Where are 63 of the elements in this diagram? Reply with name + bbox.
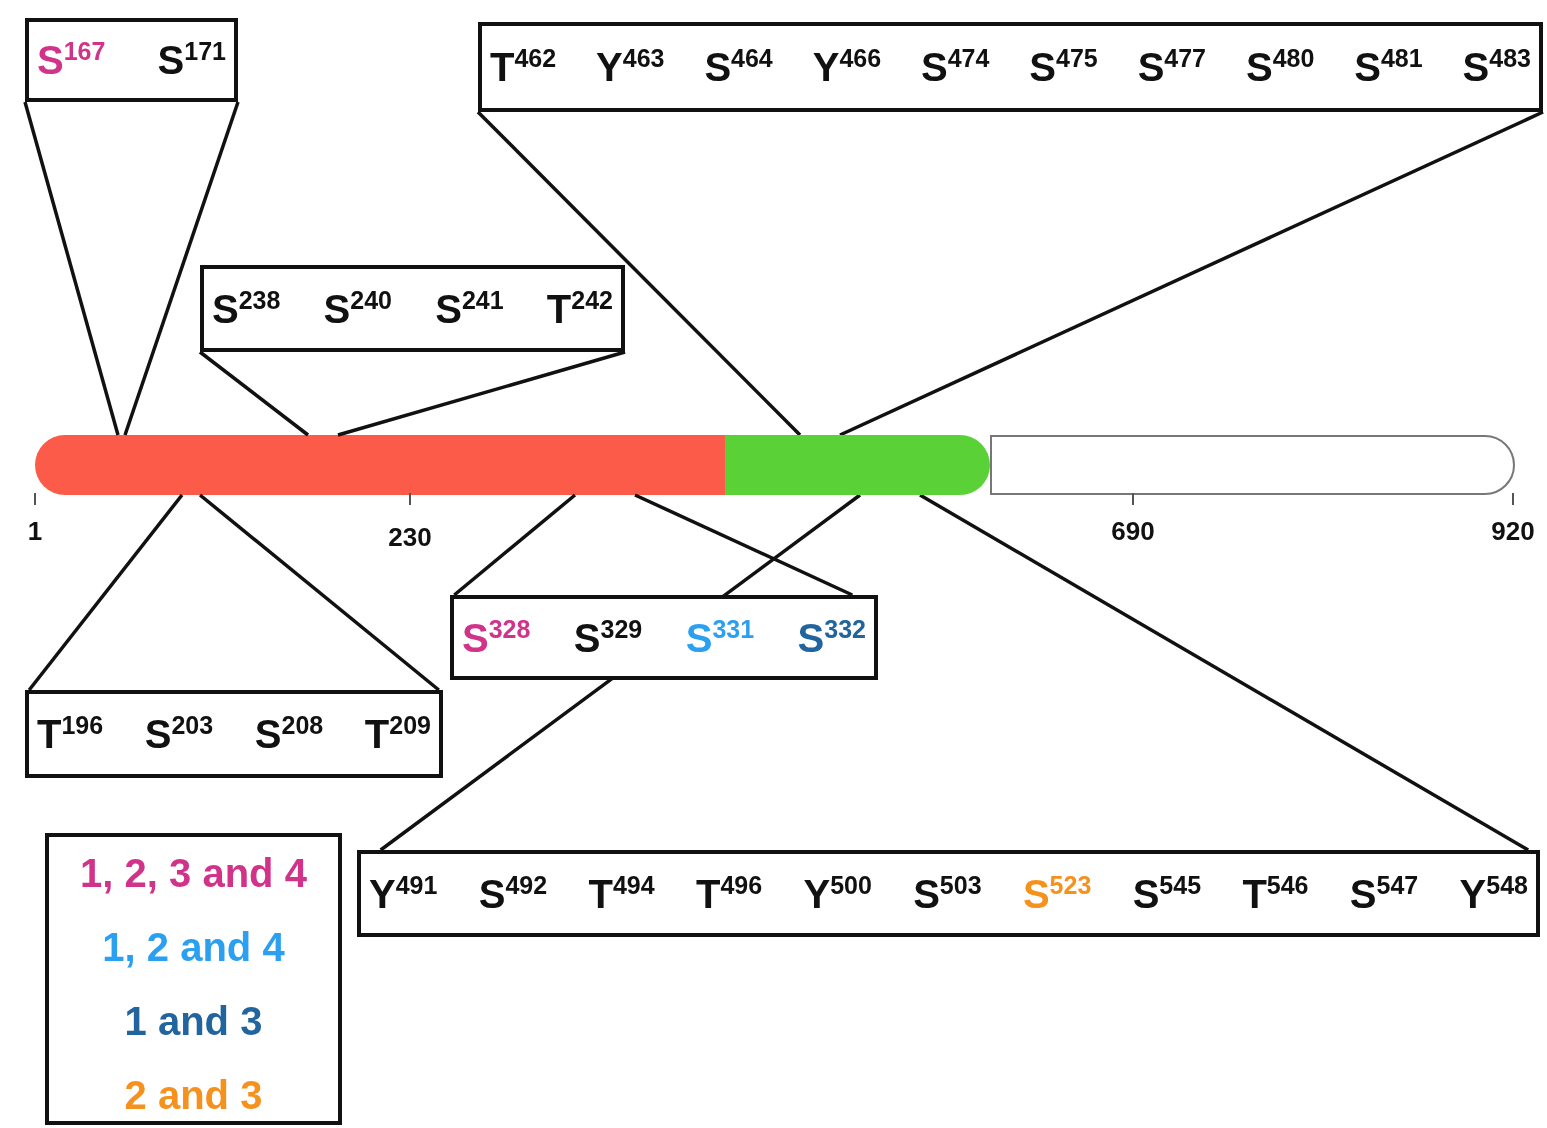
residue-label: S$^{328}$ <box>462 617 531 658</box>
axis-label: 920 <box>1491 516 1535 547</box>
residue-label: S$^{240}$ <box>323 288 392 329</box>
residue-label: Y$^{491}$ <box>369 873 438 914</box>
residue-label: S$^{331}$ <box>685 617 755 658</box>
residue-label: S$^{503}$ <box>913 873 982 914</box>
residue-label: S$^{523}$ <box>1022 873 1092 914</box>
residue-label: S$^{545}$ <box>1132 873 1202 914</box>
axis-label: 1 <box>27 516 43 547</box>
residue-callout-box <box>200 265 625 352</box>
legend-entry: 1, 2 and 4 <box>101 925 286 970</box>
residue-label: S$^{464}$ <box>704 47 773 87</box>
leader-line <box>839 110 1544 437</box>
leader-line <box>337 350 626 437</box>
residue-label: Y$^{548}$ <box>1459 873 1528 914</box>
residue-label: S$^{481}$ <box>1354 47 1423 87</box>
leader-line <box>198 350 310 437</box>
residue-label: S$^{483}$ <box>1462 47 1531 87</box>
leader-line <box>123 101 240 436</box>
residue-label: T$^{209}$ <box>364 714 431 754</box>
residue-label: T$^{494}$ <box>588 873 655 914</box>
residue-label: T$^{546}$ <box>1242 873 1309 914</box>
legend-entry: 1, 2, 3 and 4 <box>79 851 308 896</box>
residue-label: S$^{238}$ <box>212 288 281 329</box>
residue-callout-box <box>450 595 878 680</box>
residue-callout-box <box>478 22 1543 112</box>
residue-label: S$^{171}$ <box>157 40 226 80</box>
residue-label: T$^{462}$ <box>490 47 557 87</box>
leader-line <box>198 493 440 692</box>
protein-bar-segment <box>990 435 1515 495</box>
residue-label: T$^{496}$ <box>695 873 763 914</box>
residue-label: T$^{196}$ <box>37 714 104 754</box>
leader-line <box>27 493 184 692</box>
leader-line <box>453 493 577 597</box>
residue-label: S$^{167}$ <box>37 40 106 80</box>
residue-label: S$^{547}$ <box>1349 873 1419 914</box>
residue-label: S$^{477}$ <box>1137 47 1207 87</box>
residue-label: S$^{208}$ <box>254 714 324 754</box>
residue-label: T$^{242}$ <box>546 288 613 329</box>
residue-label: Y$^{463}$ <box>596 47 665 87</box>
residue-label: Y$^{500}$ <box>803 873 872 914</box>
protein-bar-segment <box>35 435 725 495</box>
legend-entry: 2 and 3 <box>123 1073 264 1118</box>
axis-label: 230 <box>388 522 432 553</box>
axis-label: 690 <box>1111 516 1155 547</box>
residue-label: Y$^{466}$ <box>812 47 882 87</box>
residue-label: S$^{474}$ <box>921 47 990 87</box>
residue-label: S$^{475}$ <box>1029 47 1098 87</box>
residue-callout-box <box>25 690 443 778</box>
residue-label: S$^{241}$ <box>435 288 504 329</box>
leader-line <box>919 493 1530 852</box>
residue-label: S$^{492}$ <box>478 873 548 914</box>
residue-label: S$^{203}$ <box>144 714 214 754</box>
residue-label: S$^{480}$ <box>1245 47 1315 87</box>
protein-bar-segment <box>725 435 990 495</box>
residue-callout-box <box>25 18 238 102</box>
residue-label: S$^{332}$ <box>797 617 866 658</box>
residue-label: S$^{329}$ <box>573 617 643 658</box>
residue-callout-box <box>357 850 1540 937</box>
leader-line <box>634 493 854 597</box>
legend-entry: 1 and 3 <box>123 999 264 1044</box>
leader-line <box>23 101 120 436</box>
leader-line <box>476 110 802 437</box>
